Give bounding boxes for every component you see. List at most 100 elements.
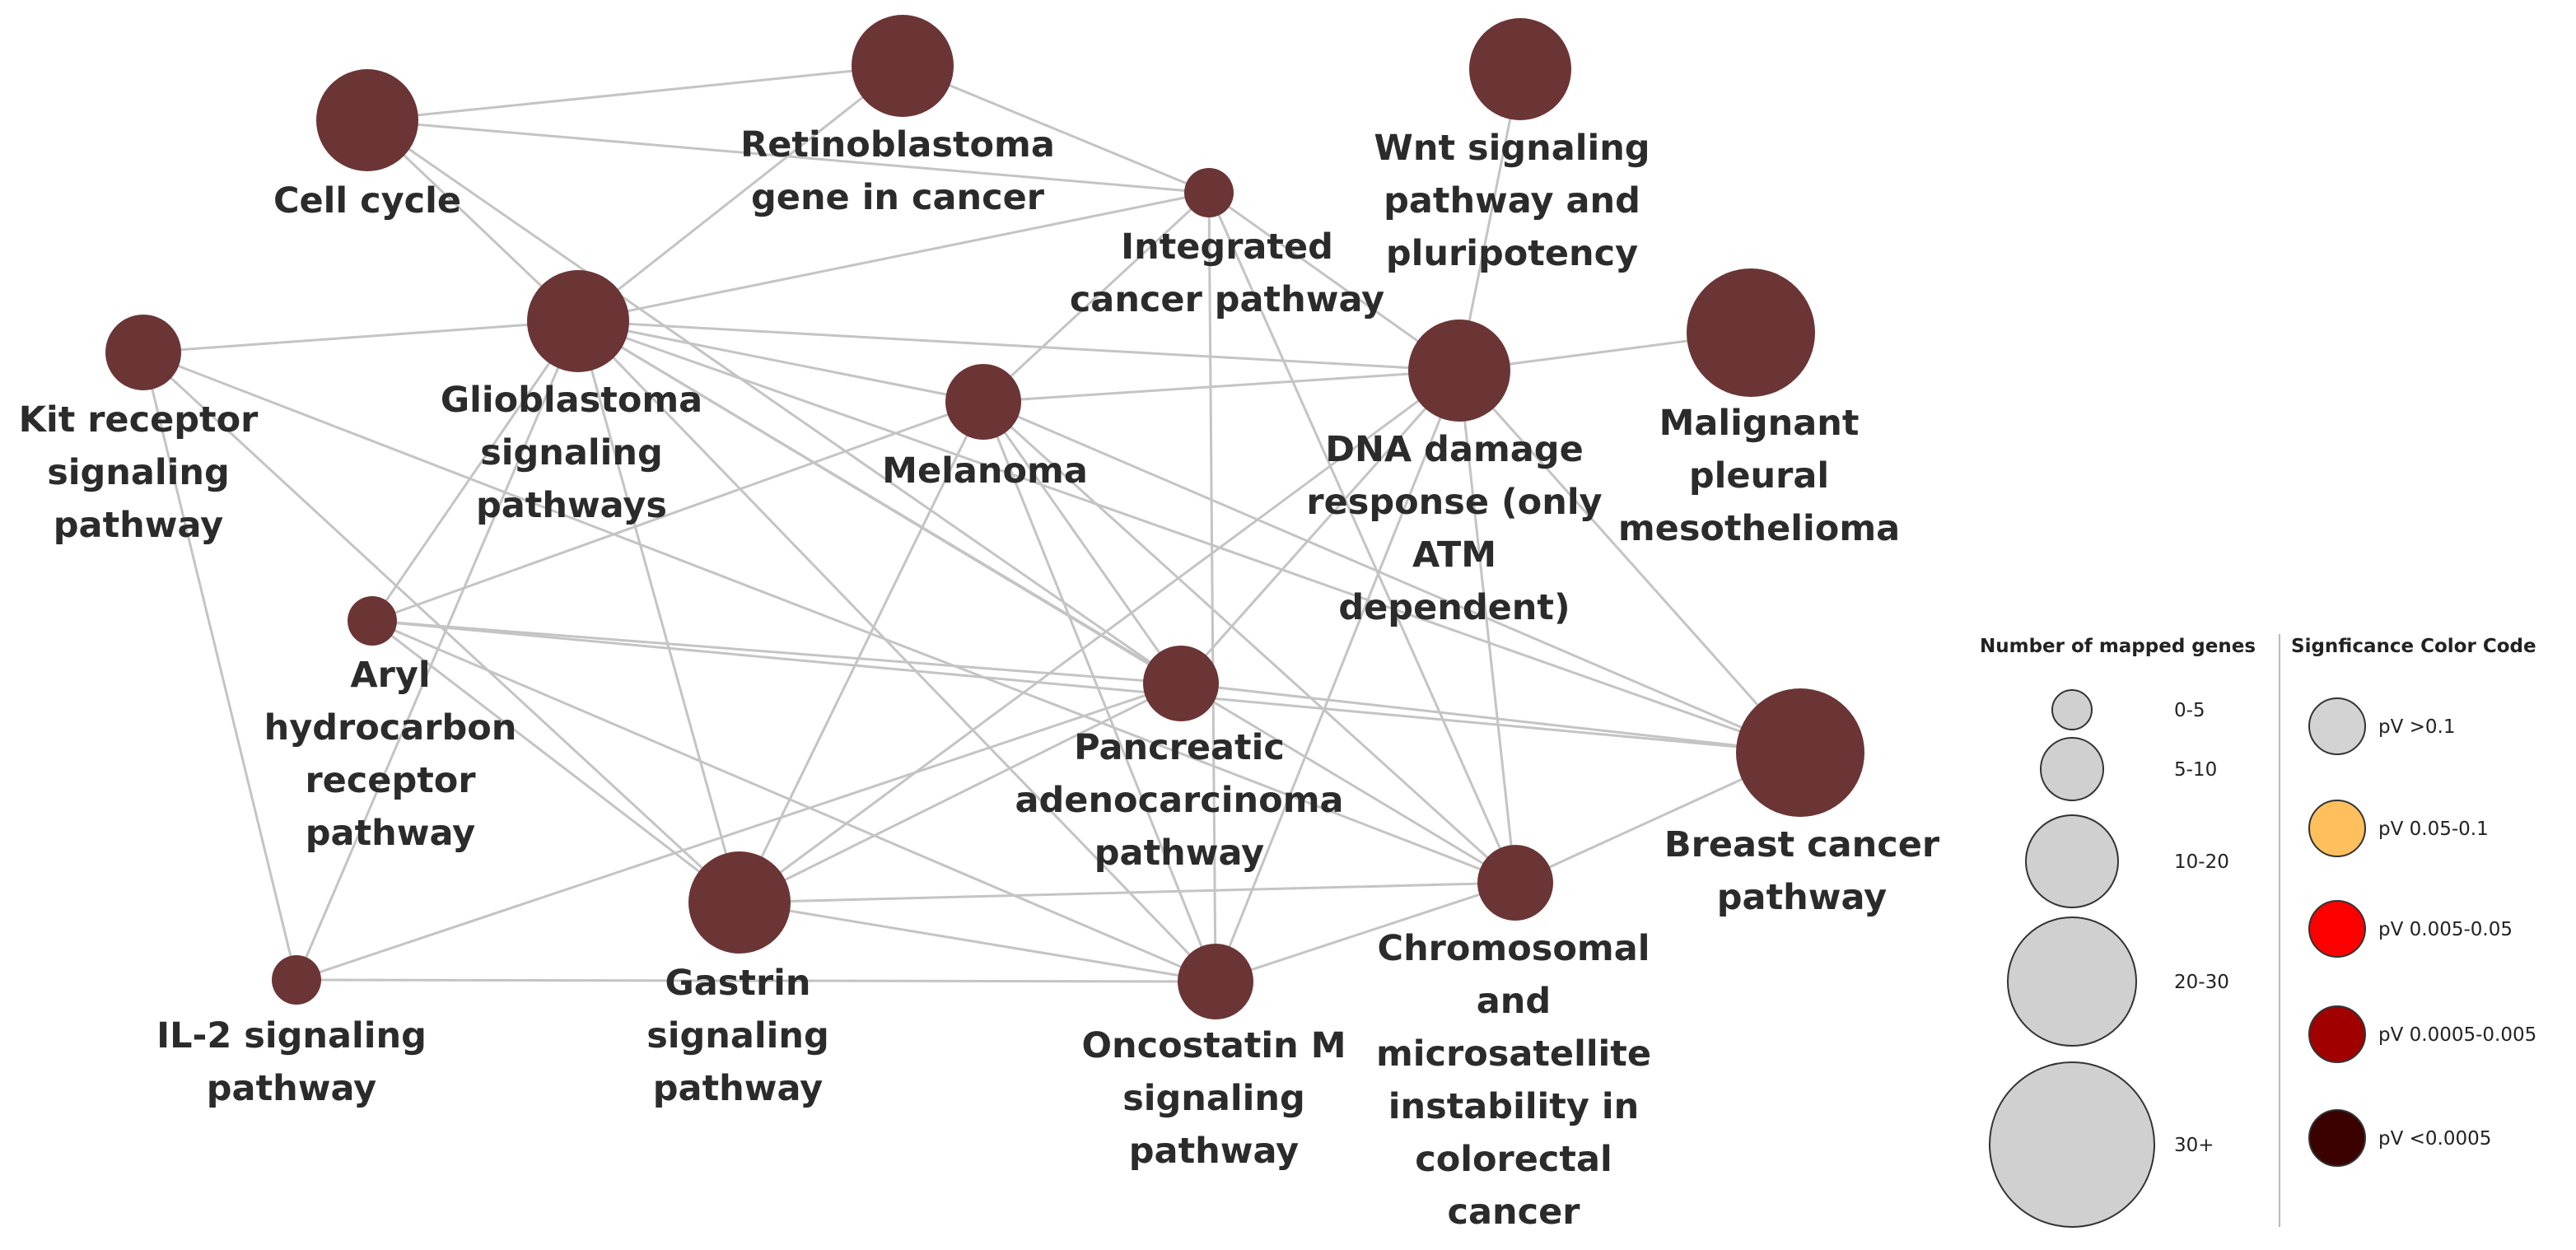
legend-size-circle [2051,689,2093,730]
legend-size-label: 0-5 [2174,700,2205,721]
node-label-line: cancer [1448,1192,1581,1233]
node-wnt[interactable] [1469,18,1571,120]
node-label-line: pathway [653,1068,823,1109]
node-il2[interactable] [272,955,321,1005]
node-label-line: Glioblastoma [441,380,702,421]
node-label-line: pathway [207,1068,376,1109]
node-label-line: signaling [1122,1078,1305,1119]
legend-size-label: 30+ [2174,1135,2214,1156]
node-label-line: pleural [1689,455,1829,497]
edge-melanoma-oncostatin [982,401,1217,982]
edge-kit-glioblastoma [142,319,579,354]
edge-aryl-pancreatic [371,619,1182,685]
legend: Number of mapped genes Signficance Color… [1980,634,2536,1228]
edge-oncostatin-chromosomal [1215,881,1516,983]
node-label-line: colorectal [1415,1139,1612,1180]
node-label-line: Breast cancer [1664,824,1940,865]
edge-glioblastoma-oncostatin [576,319,1217,983]
edge-pancreatic-gastrin [739,682,1182,904]
edge-dna-damage-chromosomal [1458,370,1517,884]
edge-aryl-oncostatin [371,619,1216,983]
node-mesothelioma[interactable] [1687,268,1815,397]
edge-dna-damage-pancreatic [1179,370,1461,684]
edge-aryl-breast [371,619,1801,754]
legend-color-label: pV 0.0005-0.005 [2378,1024,2536,1046]
node-glioblastoma[interactable] [527,270,629,372]
edge-melanoma-chromosomal [982,400,1517,884]
node-oncostatin[interactable] [1178,944,1253,1019]
node-chromosomal[interactable] [1477,845,1553,921]
node-label-line: pathway and [1384,180,1640,222]
node-label-line: Pancreatic [1074,727,1285,768]
node-pancreatic[interactable] [1143,646,1219,721]
node-label-cell-cycle: Cell cycle [273,180,461,222]
edge-cell-cycle-retinoblastoma [366,64,903,122]
legend-color-circle [2308,697,2366,755]
node-label-line: DNA damage [1325,429,1584,470]
edge-glioblastoma-aryl [371,320,580,622]
legend-color-label: pV >0.1 [2378,716,2456,738]
legend-size-circle [2040,737,2104,801]
edge-dna-damage-gastrin [739,369,1460,904]
node-label-line: pathway [54,505,223,546]
node-label-line: Aryl [350,655,430,696]
node-label-line: Oncostatin M [1081,1025,1346,1066]
node-label-line: pathway [1717,877,1887,918]
legend-size-label: 10-20 [2174,851,2229,873]
node-label-line: signaling [47,452,230,493]
node-label-line: ATM [1412,534,1496,576]
edge-kit-chromosomal [142,351,1516,884]
edge-melanoma-aryl [371,400,984,623]
node-aryl[interactable] [348,596,397,646]
node-dna-damage[interactable] [1408,319,1510,422]
edge-dna-damage-oncostatin [1214,370,1461,982]
edge-pancreatic-il2 [296,682,1182,982]
edge-glioblastoma-melanoma [577,319,984,403]
node-label-line: adenocarcinoma [1015,780,1343,821]
legend-color-label: pV <0.0005 [2378,1128,2491,1150]
node-label-line: signaling [646,1015,829,1056]
edge-integrated-glioblastoma [577,191,1210,323]
edge-integrated-oncostatin [1207,192,1217,982]
node-label-line: instability in [1388,1086,1639,1127]
node-melanoma[interactable] [945,364,1021,440]
legend-color-title: Signficance Color Code [2291,636,2536,657]
node-label-line: dependent) [1338,587,1570,628]
node-label-line: IL-2 signaling [156,1015,427,1056]
node-retinoblastoma[interactable] [852,15,954,117]
node-kit[interactable] [105,315,181,390]
edge-aryl-gastrin [371,619,740,904]
edge-glioblastoma-chromosomal [577,319,1516,884]
edge-melanoma-breast [982,400,1801,754]
node-label-line: receptor [305,760,476,801]
node-breast[interactable] [1736,688,1864,817]
node-label-line: microsatellite [1376,1033,1651,1075]
legend-color-circle [2308,800,2366,857]
node-cell-cycle[interactable] [316,69,418,171]
node-integrated[interactable] [1184,168,1234,217]
edge-integrated-chromosomal [1207,192,1517,884]
node-label-line: Malignant [1659,403,1860,444]
node-gastrin[interactable] [688,851,791,954]
edge-pancreatic-breast [1180,682,1801,754]
edge-glioblastoma-il2 [295,320,580,981]
legend-color-label: pV 0.05-0.1 [2378,819,2489,840]
edge-retinoblastoma-integrated [902,64,1210,194]
legend-size-circle [2007,917,2137,1047]
edges-layer [142,64,1802,983]
legend-size-label: 5-10 [2174,759,2217,781]
node-label-line: and [1477,981,1551,1022]
edge-retinoblastoma-glioblastoma [577,64,903,323]
edge-gastrin-chromosomal [739,881,1516,904]
